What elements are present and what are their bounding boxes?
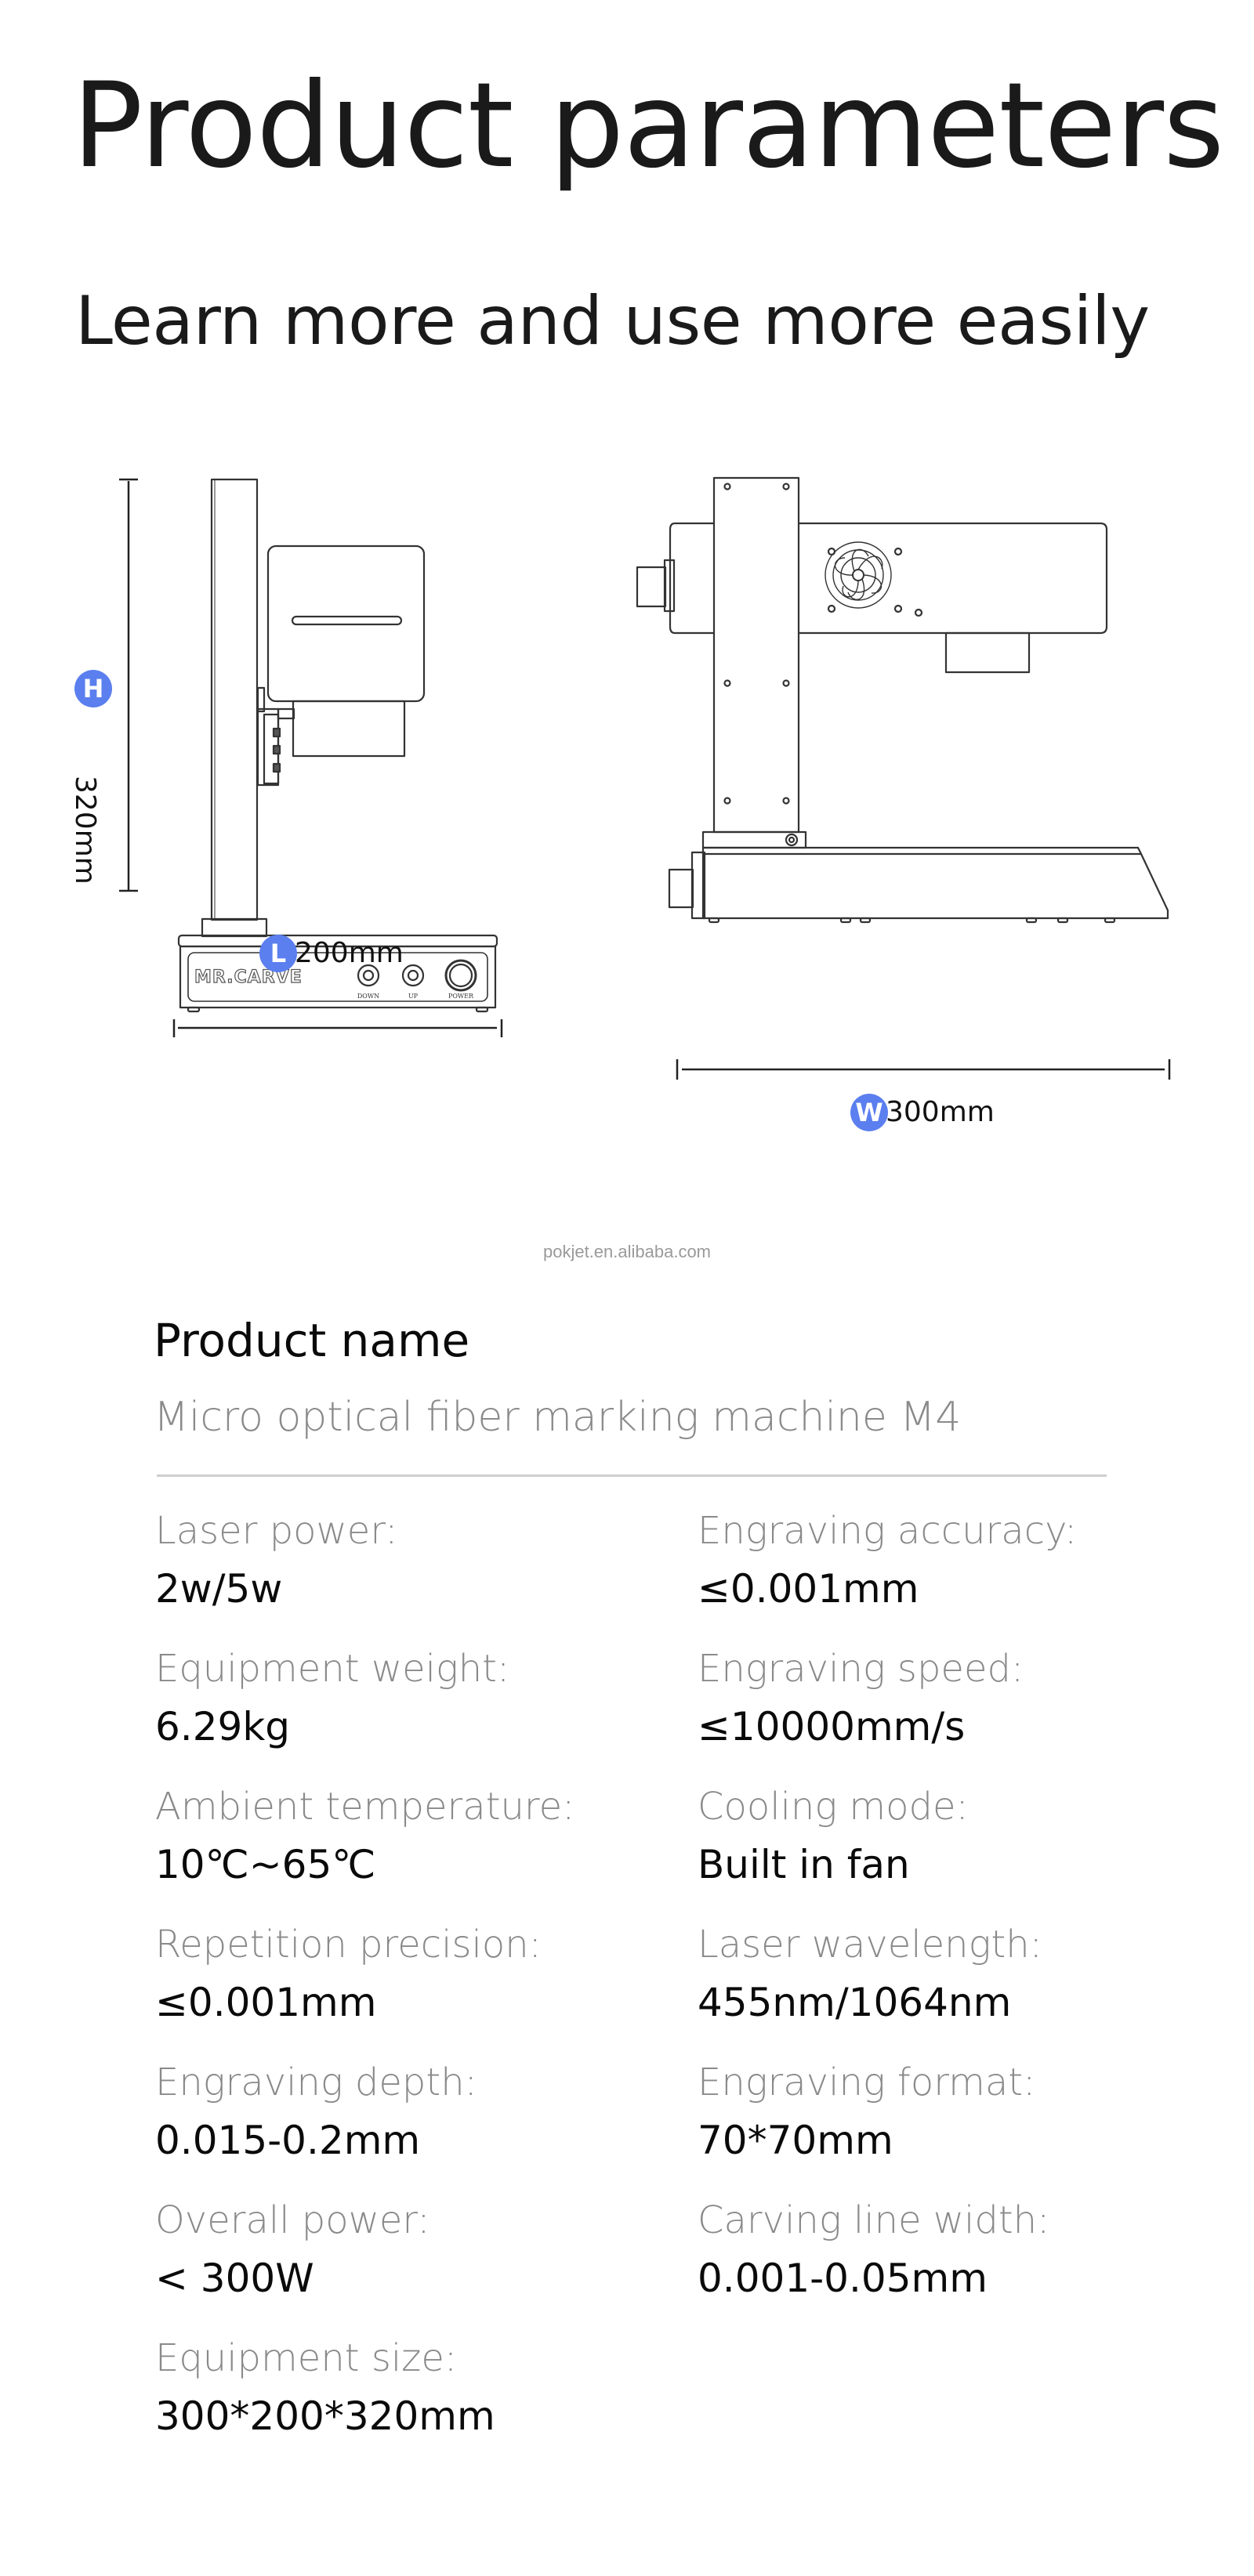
side-view-drawing: [636, 476, 1169, 924]
spec-value: ≤10000mm/s: [698, 1704, 966, 1749]
dimension-drawings: MR.CARVE DOWN UP POWER H 320mm L 200mm W…: [0, 439, 1254, 1160]
spec-value: 10℃~65℃: [155, 1842, 376, 1887]
spec-value: ≤0.001mm: [155, 1980, 377, 2025]
spec-item: Engraving accuracy: ≤0.001mm: [698, 1506, 1199, 1644]
spec-item: Equipment weight: 6.29kg: [155, 1644, 657, 1782]
spec-value: 70*70mm: [698, 2118, 893, 2163]
machine-line-drawings: MR.CARVE DOWN UP POWER: [119, 476, 1171, 1080]
spec-label: Engraving speed:: [698, 1647, 1024, 1691]
spec-label: Ambient temperature:: [155, 1785, 575, 1829]
spec-value: ≤0.001mm: [698, 1566, 919, 1612]
spec-value: 300*200*320mm: [155, 2393, 495, 2439]
width-value: 300mm: [886, 1096, 995, 1128]
length-value: 200mm: [295, 937, 404, 969]
spec-label: Cooling mode:: [698, 1785, 969, 1829]
page-title: Product parameters: [72, 58, 1224, 194]
spec-item: Engraving speed: ≤10000mm/s: [698, 1644, 1199, 1782]
front-view-drawing: [119, 478, 498, 1013]
spec-item: Laser power: 2w/5w: [155, 1506, 657, 1644]
spec-label: Equipment weight:: [155, 1647, 510, 1691]
spec-label: Engraving format:: [698, 2060, 1036, 2104]
spec-item: Ambient temperature: 10℃~65℃: [155, 1782, 657, 1919]
spec-label: Laser wavelength:: [698, 1923, 1042, 1966]
spec-item: Laser wavelength: 455nm/1064nm: [698, 1919, 1199, 2057]
spec-label: Laser power:: [155, 1509, 398, 1553]
spec-item: Repetition precision: ≤0.001mm: [155, 1919, 657, 2057]
spec-label: Repetition precision:: [155, 1923, 542, 1966]
spec-label: Carving line width:: [698, 2198, 1050, 2242]
spec-value: 0.015-0.2mm: [155, 2118, 421, 2163]
spec-value: 6.29kg: [155, 1704, 291, 1749]
spec-item: Cooling mode: Built in fan: [698, 1782, 1199, 1919]
watermark: pokjet.en.alibaba.com: [542, 1242, 712, 1261]
fan-grille: [825, 541, 892, 609]
spec-item: Engraving depth: 0.015-0.2mm: [155, 2057, 657, 2195]
button-label-down: DOWN: [357, 993, 379, 1000]
spec-item: Engraving format: 70*70mm: [698, 2057, 1199, 2195]
button-label-up: UP: [408, 993, 419, 1000]
page-subtitle: Learn more and use more easily: [75, 282, 1150, 360]
button-label-power: POWER: [448, 993, 474, 1000]
width-badge-icon: W: [850, 1094, 888, 1131]
spec-value: 2w/5w: [155, 1566, 283, 1612]
spec-item: Equipment size: 300*200*320mm: [155, 2333, 657, 2471]
spec-item: Carving line width: 0.001-0.05mm: [698, 2195, 1199, 2333]
spec-value: 0.001-0.05mm: [698, 2256, 988, 2301]
height-badge-icon: H: [74, 670, 112, 707]
height-value: 320mm: [69, 776, 101, 885]
spec-value: < 300W: [155, 2256, 314, 2301]
spec-label: Engraving accuracy:: [698, 1509, 1078, 1553]
spec-label: Engraving depth:: [155, 2060, 477, 2104]
product-name-value: Micro optical fiber marking machine M4: [154, 1394, 962, 1441]
product-name-label: Product name: [154, 1314, 470, 1367]
spec-item: Overall power: < 300W: [155, 2195, 657, 2333]
divider: [157, 1474, 1107, 1477]
spec-label: Overall power:: [155, 2198, 430, 2242]
length-badge-icon: L: [259, 935, 297, 972]
spec-label: Equipment size:: [155, 2336, 458, 2380]
spec-value: 455nm/1064nm: [698, 1980, 1012, 2025]
spec-value: Built in fan: [698, 1842, 910, 1887]
